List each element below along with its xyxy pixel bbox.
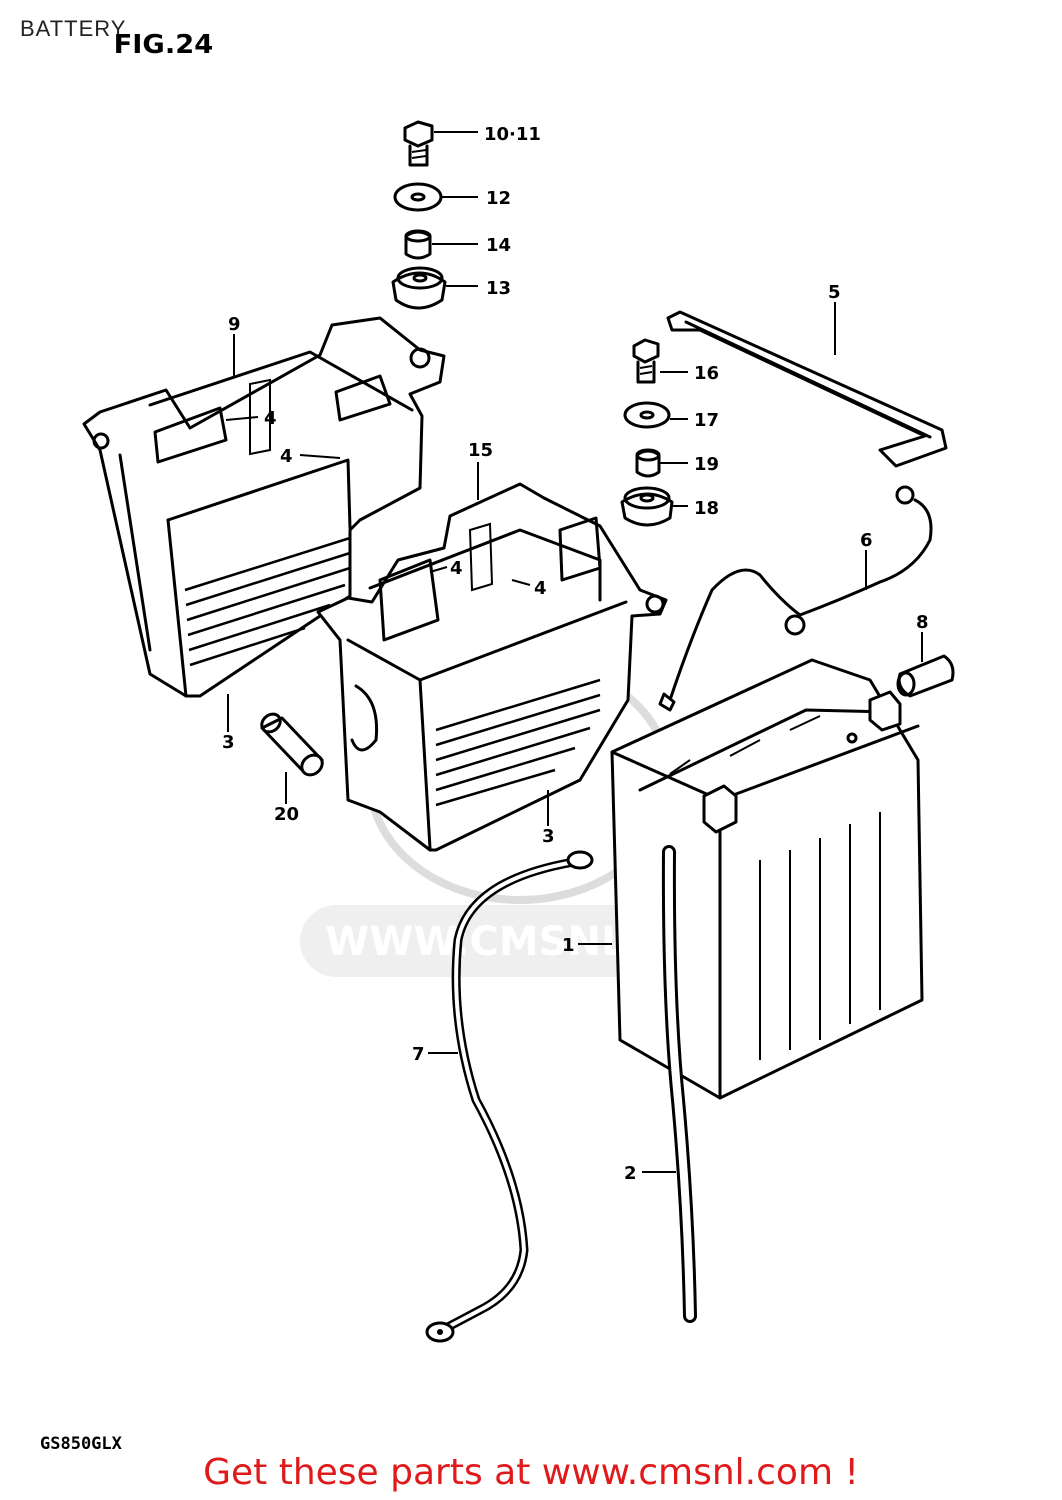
callout-12: 12 bbox=[486, 188, 511, 209]
callout-16: 16 bbox=[694, 363, 719, 384]
callout-10-11: 10·11 bbox=[484, 124, 541, 145]
part-grommet-18 bbox=[620, 486, 674, 527]
callout-8: 8 bbox=[916, 612, 929, 633]
leader-lines bbox=[225, 131, 923, 1173]
callout-9: 9 bbox=[228, 314, 241, 335]
callout-7: 7 bbox=[412, 1044, 425, 1065]
callout-17: 17 bbox=[694, 410, 719, 431]
callout-14: 14 bbox=[486, 235, 511, 256]
callout-3-b: 3 bbox=[542, 826, 555, 847]
callout-4-c: 4 bbox=[450, 558, 463, 579]
part-bolt-10-11 bbox=[403, 120, 434, 167]
callout-3-a: 3 bbox=[222, 732, 235, 753]
figure-label: FIG.24 bbox=[113, 30, 214, 60]
callout-19: 19 bbox=[694, 454, 719, 475]
part-battery-holder-9 bbox=[82, 316, 446, 698]
model-label: GS850GLX bbox=[40, 1434, 122, 1454]
part-collar-19 bbox=[635, 448, 661, 478]
callout-6: 6 bbox=[860, 530, 873, 551]
page-title: BATTERY bbox=[20, 16, 127, 41]
part-battery-cable-7 bbox=[425, 850, 594, 1343]
part-bolt-16 bbox=[632, 338, 660, 384]
part-battery-holder-15 bbox=[316, 482, 668, 852]
callout-4-d: 4 bbox=[534, 578, 547, 599]
promo-link[interactable]: Get these parts at www.cmsnl.com ! bbox=[203, 1452, 859, 1493]
part-washer-12 bbox=[393, 182, 443, 212]
part-grommet-13 bbox=[391, 266, 447, 310]
callout-15: 15 bbox=[468, 440, 493, 461]
callout-1: 1 bbox=[562, 935, 575, 956]
callout-5: 5 bbox=[828, 282, 841, 303]
callout-4-a: 4 bbox=[264, 408, 277, 429]
callout-18: 18 bbox=[694, 498, 719, 519]
callout-2: 2 bbox=[624, 1163, 637, 1184]
part-lead-wire-6 bbox=[658, 485, 933, 712]
part-cushion-20 bbox=[260, 712, 324, 777]
part-breather-hose-2 bbox=[661, 845, 697, 1323]
part-cap-8 bbox=[896, 654, 955, 698]
part-strap-5 bbox=[666, 310, 948, 468]
callouts: 10·11 12 14 13 5 9 16 17 19 18 4 4 15 6 … bbox=[222, 124, 929, 1184]
callout-13: 13 bbox=[486, 278, 511, 299]
part-battery-1 bbox=[610, 658, 924, 1100]
part-washer-17 bbox=[623, 401, 671, 429]
callout-4-b: 4 bbox=[280, 446, 293, 467]
hatch-15 bbox=[435, 678, 601, 807]
hatch-9 bbox=[184, 536, 351, 667]
callout-20: 20 bbox=[274, 804, 299, 825]
part-collar-14 bbox=[404, 229, 432, 260]
